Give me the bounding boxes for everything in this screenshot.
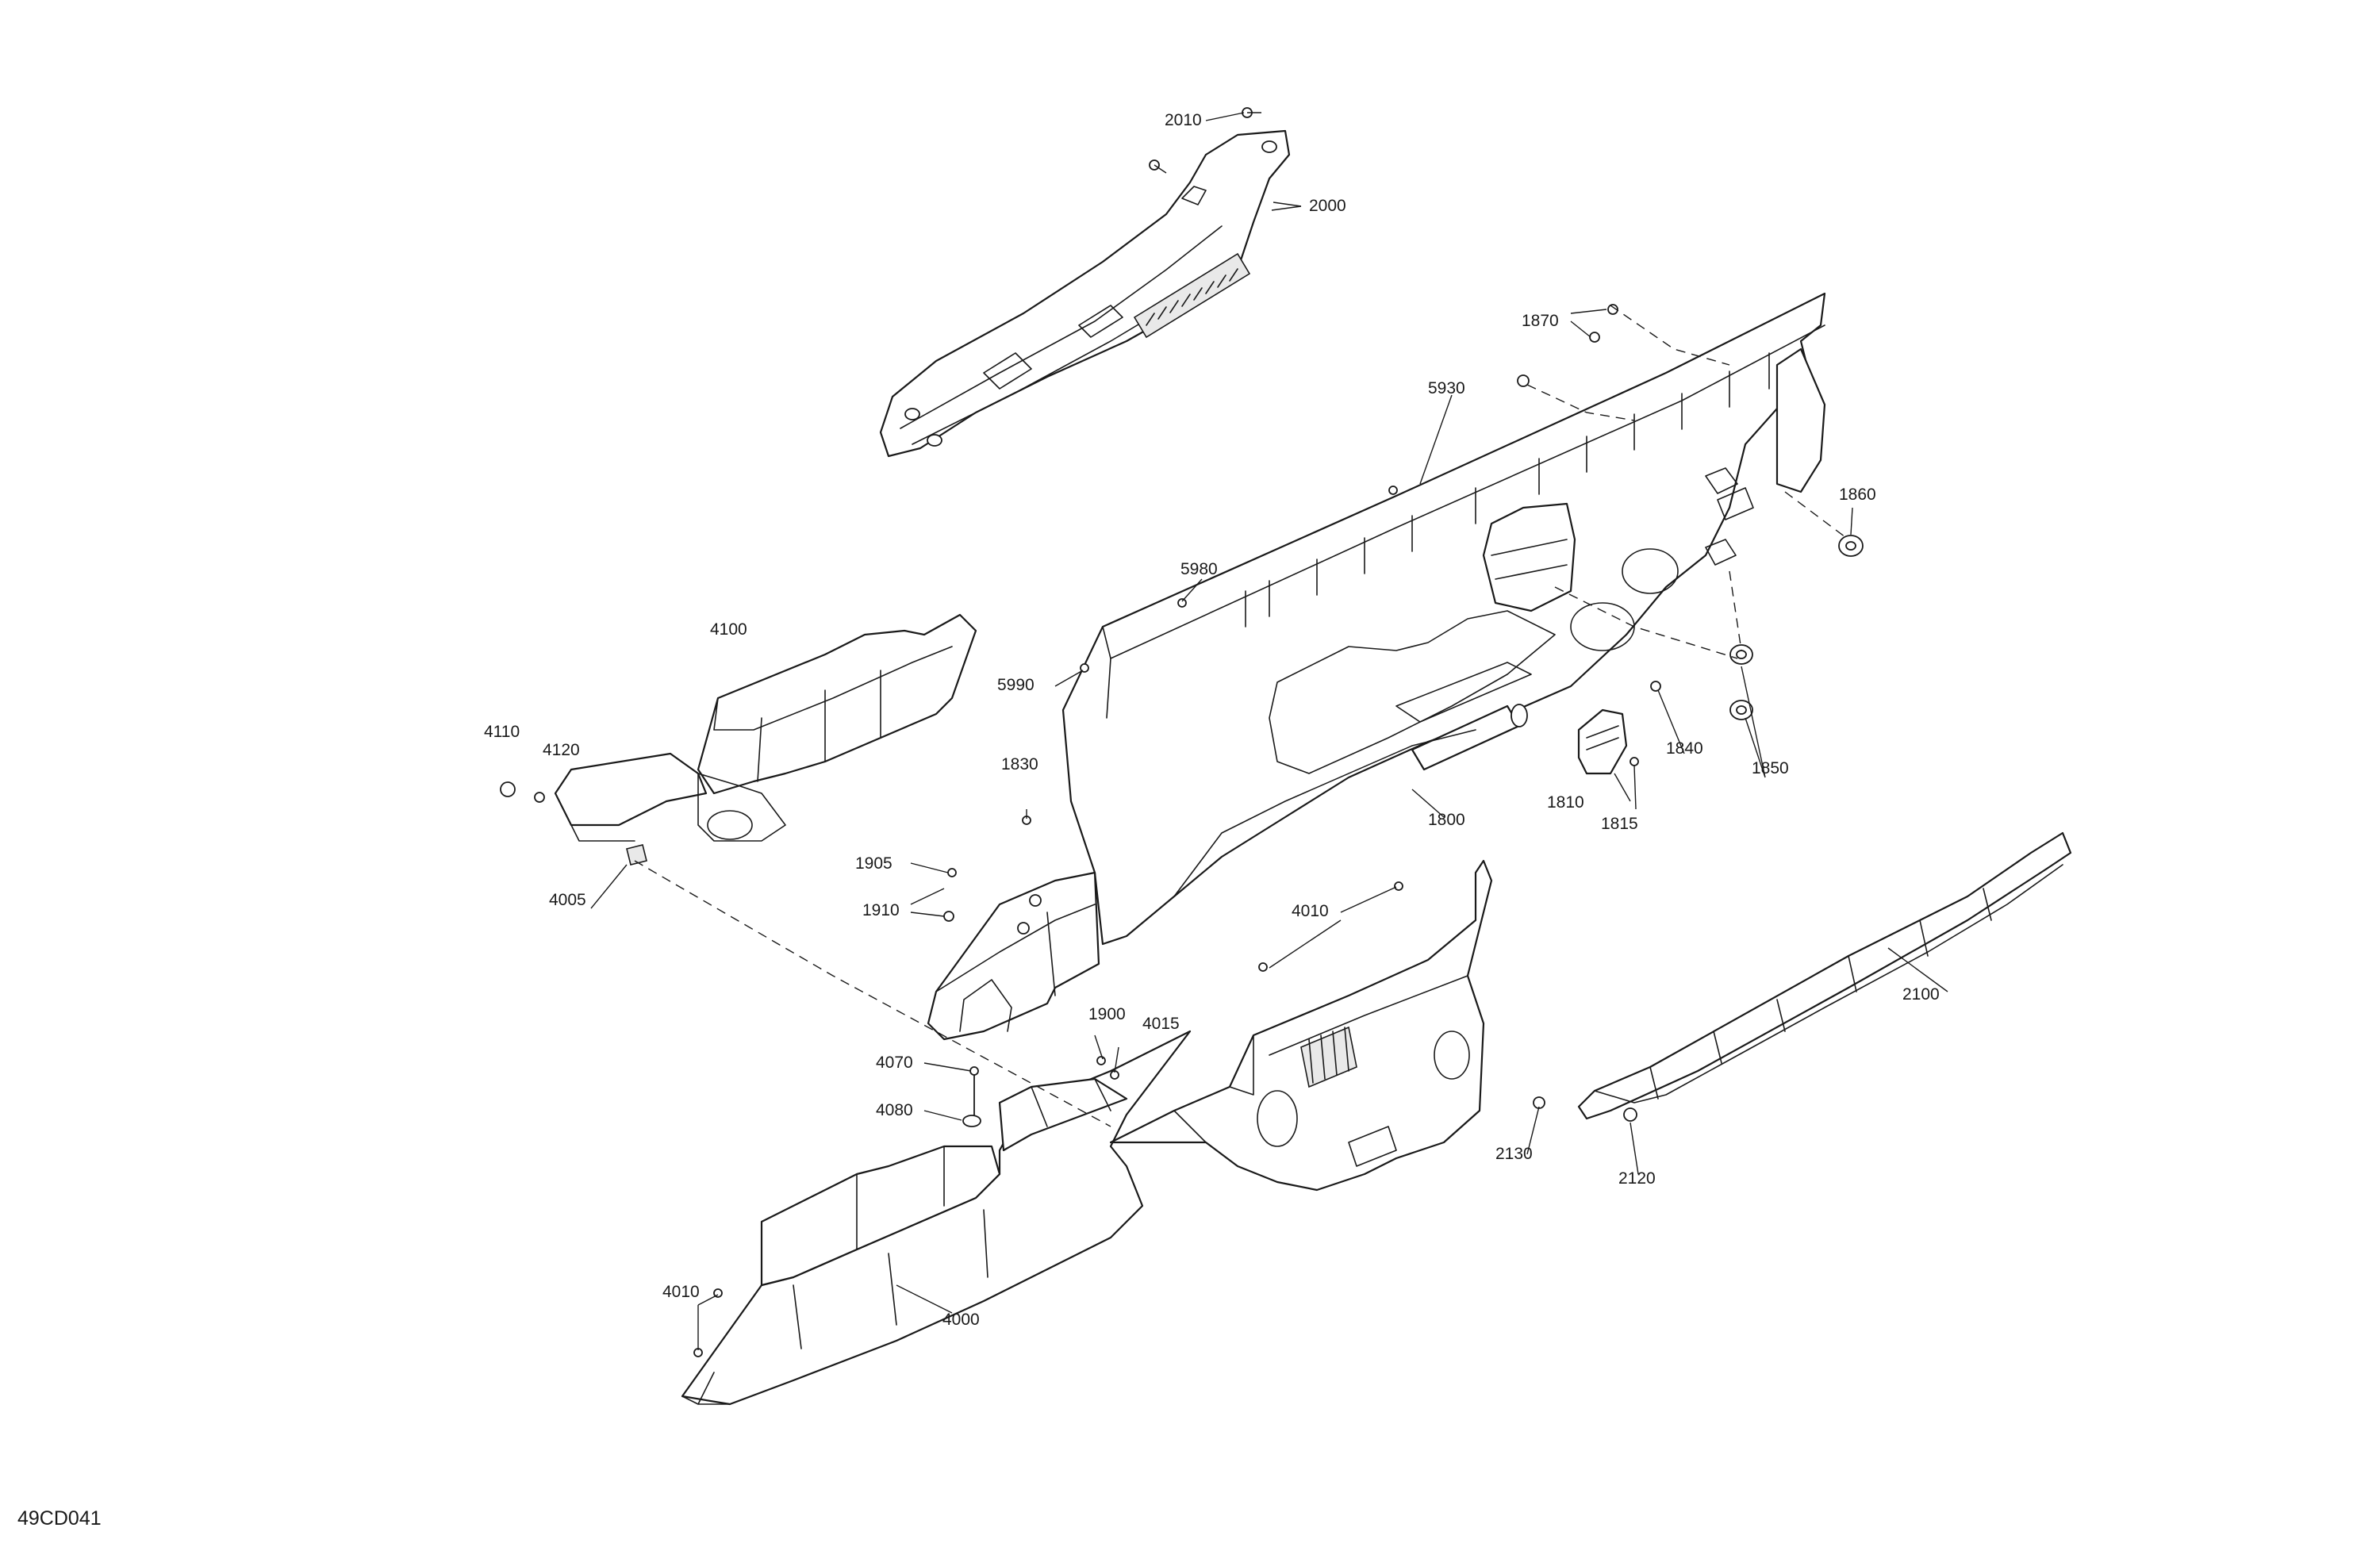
callout-1910: 1910 <box>862 901 900 919</box>
callout-1815: 1815 <box>1601 815 1638 833</box>
part-lower-console <box>1109 859 1493 1192</box>
callout-1905: 1905 <box>855 854 892 873</box>
part-2000-upper-rail <box>879 129 1291 458</box>
callout-1830: 1830 <box>1001 755 1038 773</box>
part-4110-4120-fasteners <box>500 781 545 803</box>
callout-labels: 2010 2000 1870 5930 1860 5980 4100 5990 … <box>484 111 1940 1329</box>
leader-lines <box>590 112 1948 1350</box>
callout-1810: 1810 <box>1547 793 1584 812</box>
callout-4070: 4070 <box>876 1054 913 1072</box>
callout-1840: 1840 <box>1666 739 1703 758</box>
callout-2000: 2000 <box>1309 197 1346 215</box>
part-1860-grommet <box>1838 535 1864 557</box>
part-1850-grommets <box>1729 644 1753 720</box>
callout-1850: 1850 <box>1752 759 1789 777</box>
callout-1860: 1860 <box>1839 486 1876 504</box>
part-1800-main-panel <box>1061 292 1826 946</box>
diagram-reference-code: 49CD041 <box>17 1507 102 1530</box>
callout-1870: 1870 <box>1522 312 1559 330</box>
part-2120-2130-fasteners <box>1533 1096 1637 1122</box>
callout-4015: 4015 <box>1142 1015 1180 1033</box>
callout-4005: 4005 <box>549 891 586 909</box>
part-2010-screws <box>1149 107 1261 174</box>
callout-5990: 5990 <box>997 676 1035 694</box>
callout-4110: 4110 <box>484 723 520 741</box>
callout-4000: 4000 <box>942 1311 980 1329</box>
callout-2100: 2100 <box>1902 985 1940 1004</box>
assembly-lines <box>634 305 1849 1127</box>
callout-1900: 1900 <box>1088 1005 1126 1023</box>
part-4000-lower-bin <box>681 1030 1192 1406</box>
part-4100-storage-bin <box>554 613 977 866</box>
callout-5930: 5930 <box>1428 379 1465 397</box>
part-2100-floor-rail <box>1577 831 2072 1120</box>
callout-2120: 2120 <box>1618 1169 1656 1188</box>
callout-5980: 5980 <box>1180 560 1218 578</box>
callout-4100: 4100 <box>710 620 747 639</box>
callout-4080: 4080 <box>876 1101 913 1119</box>
callout-2130: 2130 <box>1495 1145 1533 1163</box>
callout-4120: 4120 <box>543 741 580 759</box>
callout-1800: 1800 <box>1428 811 1465 829</box>
callout-4010-upper: 4010 <box>1292 902 1329 920</box>
part-left-upright <box>927 871 1100 1041</box>
part-1810-module <box>1577 708 1628 775</box>
callout-2010: 2010 <box>1165 111 1202 129</box>
callout-4010-lower: 4010 <box>662 1283 700 1301</box>
